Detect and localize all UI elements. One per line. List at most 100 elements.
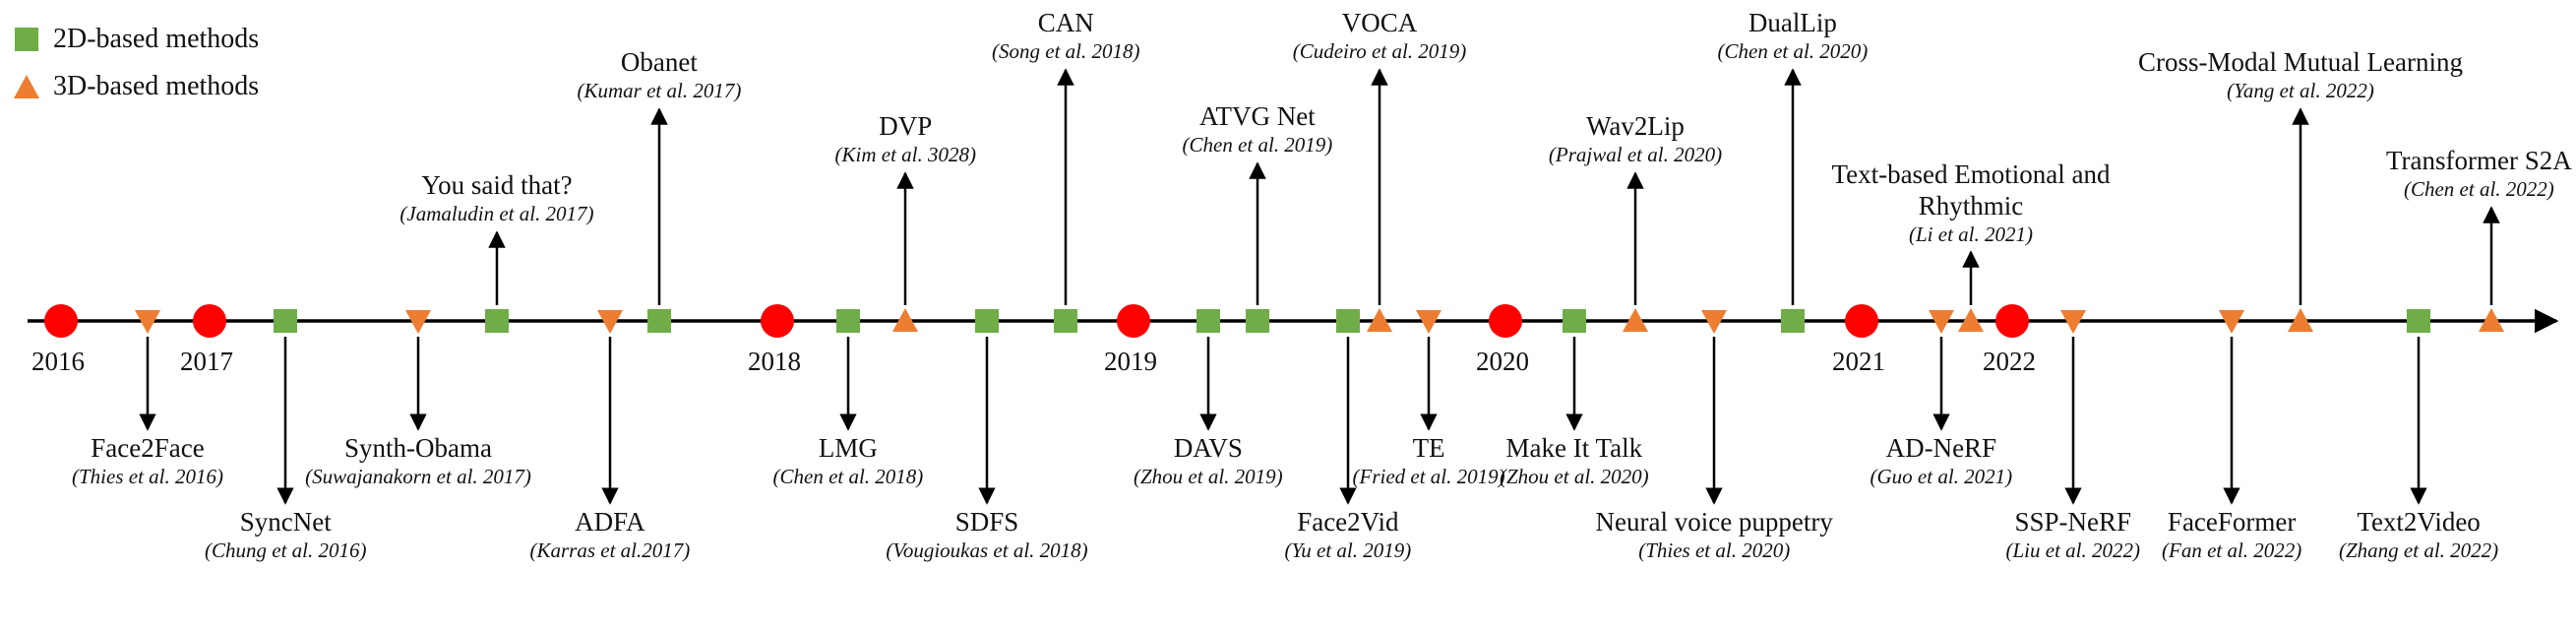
method-citation: (Thies et al. 2016) (72, 464, 223, 488)
method-marker-3d (1623, 308, 1648, 332)
year-marker-2021 (1845, 304, 1878, 338)
method-label: Make It Talk(Zhou et al. 2020) (1500, 433, 1649, 489)
method-marker-2d (2407, 309, 2430, 333)
method-label: Obanet(Kumar et al. 2017) (578, 47, 742, 103)
method-name: Synth-Obama (344, 433, 492, 463)
legend-item-2d: 2D-based methods (12, 16, 259, 63)
method-marker-2d (1196, 309, 1220, 333)
method-label: Face2Vid(Yu et al. 2019) (1285, 507, 1412, 563)
method-marker-3d (405, 310, 431, 334)
method-name: Wav2Lip (1586, 111, 1685, 141)
method-label: DVP(Kim et al. 3028) (835, 111, 976, 167)
method-citation: (Zhou et al. 2020) (1500, 464, 1649, 488)
method-label: SDFS(Vougioukas et al. 2018) (869, 507, 1105, 563)
method-name: SyncNet (239, 507, 332, 537)
method-marker-3d (1416, 310, 1441, 334)
method-label: CAN(Song et al. 2018) (992, 8, 1139, 64)
method-citation: (Guo et al. 2021) (1870, 464, 2013, 488)
year-label-2017: 2017 (180, 347, 233, 376)
method-marker-2d (1336, 309, 1360, 333)
method-citation: (Kim et al. 3028) (834, 142, 976, 166)
method-label: FaceFormer(Fan et al. 2022) (2162, 507, 2301, 563)
method-citation: (Fried et al. 2019) (1352, 464, 1505, 488)
year-label-2019: 2019 (1104, 347, 1157, 376)
method-citation: (Fan et al. 2022) (2162, 538, 2302, 562)
method-marker-3d (892, 308, 918, 332)
method-citation: (Chen et al. 2018) (772, 464, 924, 488)
method-name: SDFS (954, 507, 1019, 537)
legend-label-3d: 3D-based methods (53, 71, 260, 101)
method-label: Neural voice puppetry(Thies et al. 2020) (1596, 507, 1833, 563)
method-marker-3d (597, 310, 623, 334)
method-name: Face2Vid (1297, 507, 1399, 537)
method-name: DAVS (1173, 433, 1243, 463)
method-label: SSP-NeRF(Liu et al. 2022) (2006, 507, 2141, 563)
method-label: DualLip(Chen et al. 2020) (1718, 8, 1869, 64)
year-label-2022: 2022 (1983, 347, 2036, 376)
method-citation: (Chen et al. 2020) (1717, 38, 1869, 63)
legend: 2D-based methods 3D-based methods (12, 16, 259, 110)
method-label: AD-NeRF(Guo et al. 2021) (1871, 433, 2013, 489)
method-marker-3d (1929, 310, 1954, 334)
method-marker-3d (2219, 310, 2244, 334)
method-name: ADFA (575, 507, 645, 537)
method-citation: (Chen et al. 2019) (1182, 132, 1333, 157)
method-label: Text-based Emotional and Rhythmic(Li et … (1828, 159, 2114, 246)
method-label: ADFA(Karras et al.2017) (530, 507, 691, 563)
method-name: DVP (879, 111, 933, 141)
method-label: ATVG Net(Chen et al. 2019) (1183, 101, 1333, 158)
method-name: Make It Talk (1505, 433, 1643, 463)
year-marker-2020 (1489, 304, 1522, 338)
method-name: SSP-NeRF (2014, 507, 2132, 537)
method-label: SyncNet(Chung et al. 2016) (205, 507, 366, 563)
method-citation: (Vougioukas et al. 2018) (886, 538, 1088, 562)
method-name: Neural voice puppetry (1595, 507, 1833, 537)
method-label: VOCA(Cudeiro et al. 2019) (1261, 8, 1498, 64)
method-citation: (Kumar et al. 2017) (577, 78, 742, 102)
method-label: DAVS(Zhou et al. 2019) (1134, 433, 1283, 489)
method-label: Synth-Obama(Suwajanakorn et al. 2017) (300, 433, 536, 489)
method-citation: (Zhou et al. 2019) (1134, 464, 1283, 488)
method-label: Wav2Lip(Prajwal et al. 2020) (1517, 111, 1753, 167)
method-name: Obanet (620, 47, 698, 77)
method-name: Text2Video (2357, 507, 2481, 537)
orange-triangle-icon (14, 75, 39, 98)
method-citation: (Suwajanakorn et al. 2017) (305, 464, 531, 488)
method-citation: (Zhang et al. 2022) (2339, 538, 2499, 562)
method-marker-2d (647, 309, 671, 333)
method-name: ATVG Net (1199, 101, 1316, 131)
method-citation: (Liu et al. 2022) (2005, 538, 2141, 562)
method-label: Text2Video(Zhang et al. 2022) (2339, 507, 2498, 563)
method-label: You said that?(Jamaludin et al. 2017) (379, 170, 615, 226)
year-label-2018: 2018 (748, 347, 801, 376)
method-citation: (Thies et al. 2020) (1638, 538, 1791, 562)
method-citation: (Yu et al. 2019) (1284, 538, 1412, 562)
method-marker-3d (135, 310, 160, 334)
method-marker-2d (274, 309, 297, 333)
year-label-2020: 2020 (1476, 347, 1529, 376)
year-label-2021: 2021 (1832, 347, 1885, 376)
method-marker-3d (1367, 308, 1392, 332)
method-citation: (Cudeiro et al. 2019) (1292, 38, 1467, 63)
method-name: CAN (1037, 8, 1094, 37)
method-label: Face2Face(Thies et al. 2016) (72, 433, 223, 489)
method-label: TE(Fried et al. 2019) (1353, 433, 1505, 489)
method-marker-2d (1054, 309, 1077, 333)
method-citation: (Song et al. 2018) (992, 38, 1140, 63)
method-name: VOCA (1341, 8, 1418, 37)
year-label-2016: 2016 (31, 347, 85, 376)
year-marker-2019 (1117, 304, 1150, 338)
method-citation: (Li et al. 2021) (1909, 222, 2033, 246)
method-name: TE (1412, 433, 1445, 463)
method-name: You said that? (421, 170, 573, 200)
method-marker-3d (2288, 308, 2313, 332)
method-label: Cross-Modal Mutual Learning(Yang et al. … (2138, 47, 2463, 103)
method-name: DualLip (1748, 8, 1837, 37)
method-name: FaceFormer (2167, 507, 2297, 537)
method-marker-2d (1246, 309, 1269, 333)
method-name: Text-based Emotional and Rhythmic (1831, 159, 2111, 221)
method-citation: (Yang et al. 2022) (2227, 78, 2374, 102)
method-label: LMG(Chen et al. 2018) (773, 433, 924, 489)
method-marker-2d (836, 309, 860, 333)
